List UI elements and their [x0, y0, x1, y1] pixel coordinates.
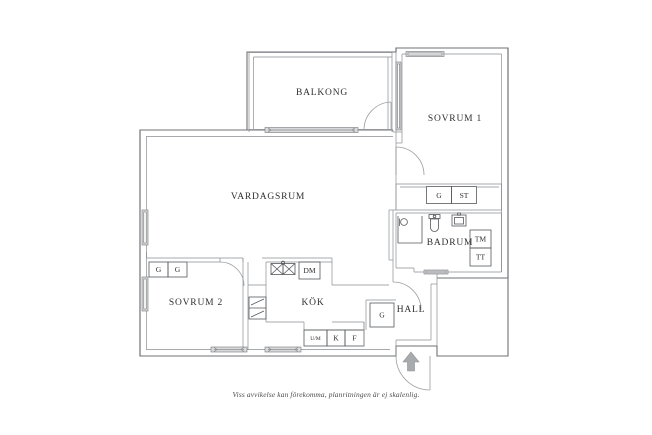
appliance-label-f: F	[352, 333, 356, 342]
door-sovrum2	[219, 258, 245, 287]
kitchen-sink-icon	[270, 260, 296, 275]
room-label-sovrum2: SOVRUM 2	[169, 298, 223, 308]
door-balkong	[363, 101, 392, 130]
window-sovrum2-west	[141, 276, 149, 312]
appliance-label-um: U/M	[310, 336, 321, 342]
window-vardags-west	[141, 209, 149, 246]
closet-hall: G	[365, 299, 396, 330]
room-badrum: BADRUM	[395, 212, 508, 279]
shower-icon	[397, 216, 423, 244]
radiator-icon	[248, 296, 267, 320]
closet-row-sovrum2: G G	[148, 261, 220, 278]
window-balkong-south	[264, 127, 359, 133]
closet-label-sovrum2-g2: G	[175, 265, 181, 274]
room-hall: HALL	[363, 278, 438, 356]
closet-label-sovrum1-st: ST	[460, 191, 469, 200]
appliance-label-k: K	[333, 333, 339, 342]
washbasin-icon	[451, 212, 467, 227]
toilet-icon	[428, 214, 441, 232]
room-sovrum2: SOVRUM 2	[169, 298, 223, 308]
appliance-label-tt: TT	[476, 252, 486, 261]
closet-label-sovrum1-g: G	[436, 191, 442, 200]
window-sovrum1-north	[405, 51, 445, 57]
window-sovrum1-west	[395, 61, 402, 131]
door-entry	[395, 355, 431, 391]
room-label-kok: KÖK	[302, 296, 325, 308]
room-label-hall: HALL	[397, 305, 426, 315]
appliance-stack-badrum: TM TT	[469, 229, 492, 267]
appliance-label-dm: DM	[303, 266, 315, 275]
room-label-vardagsrum: VARDAGSRUM	[231, 192, 305, 202]
disclaimer-footnote: Viss avvikelse kan förekomma, planritnin…	[232, 390, 420, 399]
room-balkong: BALKONG	[248, 52, 393, 132]
entrance-arrow-icon	[402, 351, 420, 372]
closet-label-sovrum2-g1: G	[156, 265, 162, 274]
door-badrum	[392, 260, 422, 311]
appliance-row-kok: U/M K F	[303, 329, 365, 347]
window-kok-south	[264, 346, 302, 353]
room-label-badrum: BADRUM	[427, 238, 474, 248]
closet-row-sovrum1: G ST	[395, 184, 502, 211]
closet-label-hall-g: G	[379, 310, 385, 319]
appliance-label-tm: TM	[475, 234, 487, 243]
room-vardagsrum: VARDAGSRUM	[146, 130, 397, 350]
window-sovrum2-south	[210, 346, 248, 353]
room-label-balkong: BALKONG	[296, 88, 348, 98]
appliance-dishwasher: DM	[298, 261, 321, 280]
window-badrum-south	[423, 269, 449, 275]
room-label-sovrum1: SOVRUM 1	[428, 114, 482, 124]
door-sovrum1	[395, 146, 425, 176]
